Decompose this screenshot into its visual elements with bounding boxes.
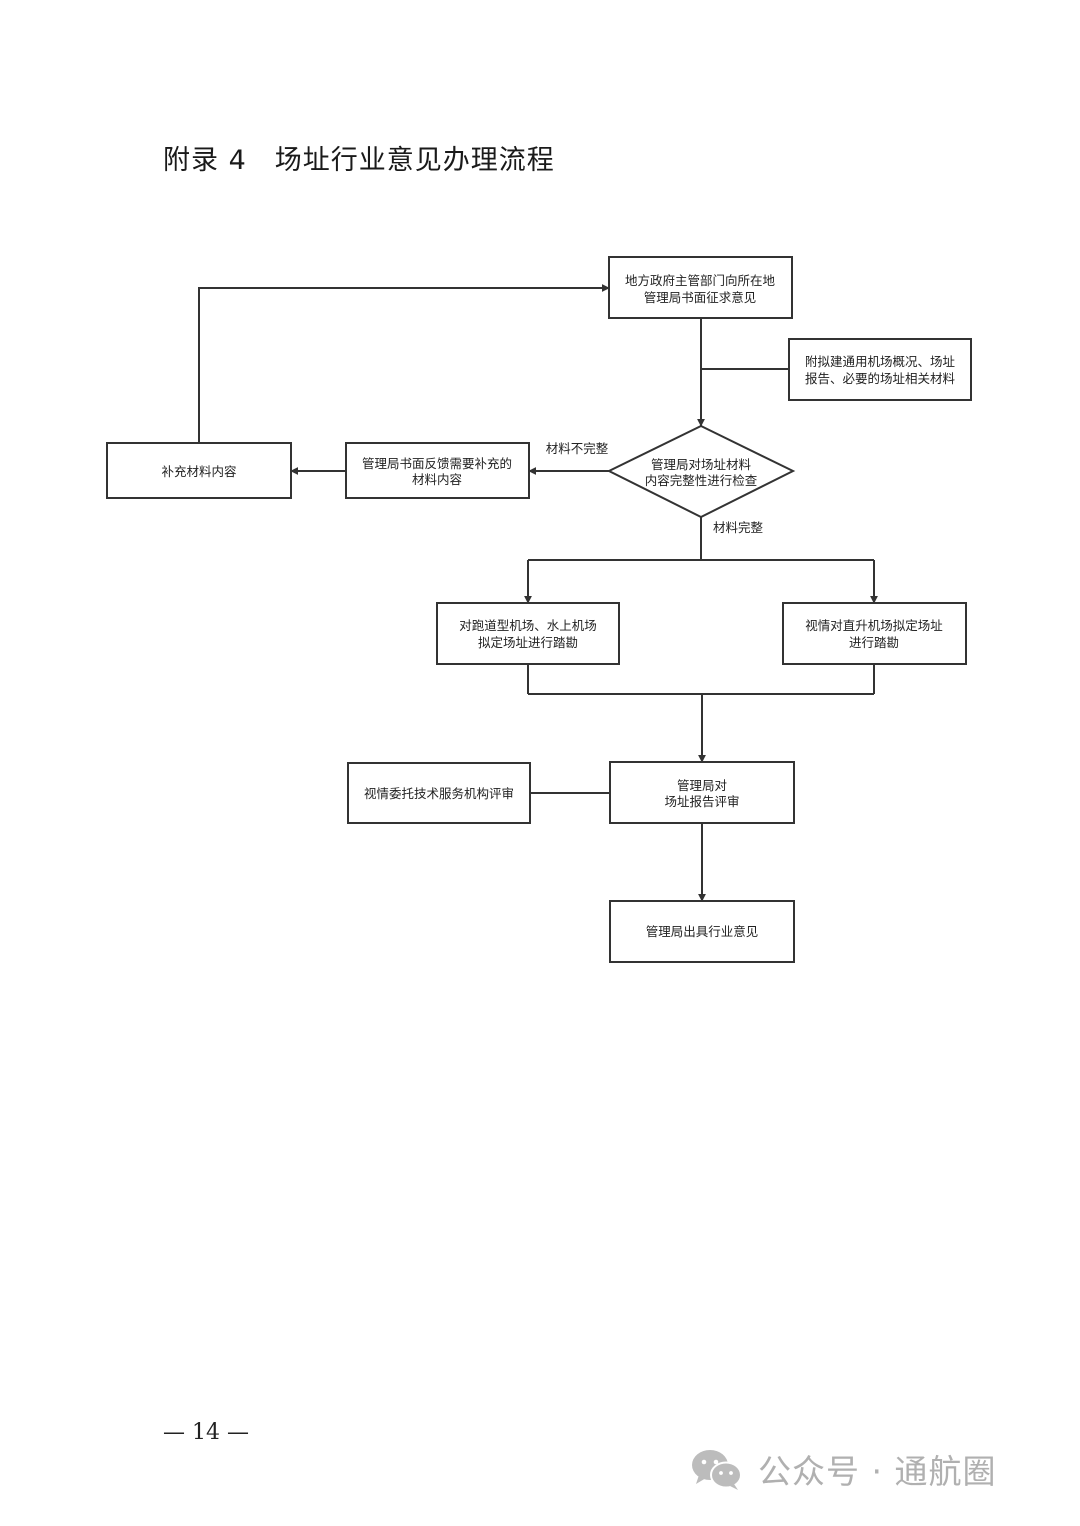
node-feedback-label-line2: 材料内容: [412, 472, 462, 487]
node-start-label-line2: 管理局书面征求意见: [644, 290, 757, 305]
node-check: [606, 424, 796, 519]
node-start: [608, 256, 793, 319]
node-supplement: [106, 442, 292, 499]
edge-label-incomplete: 材料不完整: [546, 441, 609, 456]
node-issue-label: 管理局出具行业意见: [646, 924, 759, 939]
node-attachment-label-line1: 附拟建通用机场概况、场址: [805, 354, 956, 369]
node-runway-survey-label-line1: 对跑道型机场、水上机场: [459, 618, 597, 633]
node-delegate-label: 视情委托技术服务机构评审: [364, 786, 514, 801]
node-heli-survey-label-line1: 视情对直升机场拟定场址: [805, 618, 943, 633]
connector-supplement-to-start: [198, 284, 610, 443]
wechat-icon: [692, 1450, 742, 1490]
node-issue: [609, 900, 795, 963]
node-start-label-line1: 地方政府主管部门向所在地: [625, 273, 776, 288]
page-number: — 14 —: [163, 1420, 249, 1445]
node-check-label-line1: 管理局对场址材料: [651, 457, 752, 472]
node-delegate: [347, 762, 531, 824]
watermark: 公众号 · 通航圈: [690, 1447, 996, 1491]
node-attachment-label-line2: 报告、必要的场址相关材料: [805, 371, 956, 386]
node-heli-survey-label-line2: 进行踏勘: [849, 635, 899, 650]
node-feedback-label-line1: 管理局书面反馈需要补充的: [362, 456, 512, 471]
page-title: 附录 4 场址行业意见办理流程: [163, 145, 555, 176]
node-attachment: [788, 338, 972, 401]
node-runway-survey-label-line2: 拟定场址进行踏勘: [478, 635, 578, 650]
node-heli-survey: [782, 602, 967, 665]
node-review-label-line1: 管理局对: [677, 778, 727, 793]
node-runway-survey: [436, 602, 620, 665]
node-feedback: [345, 442, 530, 499]
node-supplement-label: 补充材料内容: [161, 464, 236, 479]
node-review: [609, 761, 795, 824]
watermark-text: 公众号 · 通航圈: [758, 1452, 997, 1491]
node-check-label-line2: 内容完整性进行检查: [645, 473, 758, 488]
edge-label-complete: 材料完整: [713, 520, 764, 535]
node-review-label-line2: 场址报告评审: [664, 794, 739, 809]
